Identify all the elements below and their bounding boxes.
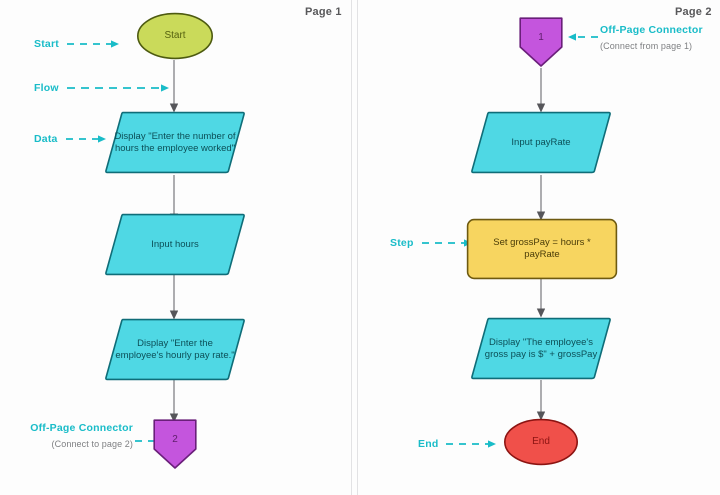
- node-input-payrate[interactable]: Input payRate: [470, 110, 612, 175]
- data-shape: [471, 111, 611, 174]
- legend-step: Step: [390, 237, 478, 249]
- legend-start: Start: [34, 38, 125, 50]
- page-1-label: Page 1: [305, 6, 342, 18]
- node-input-payrate-label: Input payRate: [511, 136, 571, 148]
- node-start-label: Start: [164, 29, 186, 41]
- legend-flow-arrow: [66, 84, 169, 92]
- legend-data-label: Data: [34, 133, 58, 145]
- page1-flow-lines: [169, 60, 179, 423]
- node-input-hours-label: Input hours: [151, 238, 199, 250]
- node-set-grosspay-label: Set grossPay = hours * payRate: [493, 237, 591, 260]
- legend-step-label: Step: [390, 237, 414, 249]
- legend-end: End: [418, 438, 502, 450]
- legend-end-label: End: [418, 438, 439, 450]
- legend-data-arrow: [65, 135, 106, 143]
- page-divider-right: [357, 0, 358, 495]
- legend-offpage-page2-title: Off-Page Connector: [600, 24, 703, 36]
- legend-end-arrow: [446, 440, 497, 448]
- legend-start-label: Start: [34, 38, 59, 50]
- terminator-shape: [136, 12, 214, 60]
- node-start[interactable]: Start: [136, 12, 214, 60]
- legend-offpage-page1-subtitle: (Connect to page 2): [51, 439, 133, 449]
- offpage-connector-shape: [519, 17, 563, 67]
- data-shape: [471, 317, 611, 380]
- legend-offpage-page2: Off-Page Connector (Connect from page 1): [600, 24, 718, 54]
- legend-offpage-page1-title: Off-Page Connector: [30, 422, 133, 434]
- page-divider-left: [351, 0, 352, 495]
- page-2-label: Page 2: [675, 6, 712, 18]
- node-display-hours-prompt-label: Display "Enter the number of hours the e…: [114, 130, 236, 154]
- node-end[interactable]: End: [503, 418, 579, 466]
- legend-data: Data: [34, 133, 112, 145]
- data-shape: [105, 213, 245, 276]
- node-offpage-connector-1[interactable]: 1: [518, 16, 564, 68]
- data-shape: [105, 318, 245, 381]
- node-offpage-connector-2[interactable]: 2: [152, 418, 198, 470]
- page2-flow-lines: [536, 68, 546, 421]
- node-set-grosspay[interactable]: Set grossPay = hours * payRate: [466, 218, 618, 280]
- node-display-grosspay-label: Display "The employee's gross pay is $" …: [484, 336, 598, 360]
- node-display-grosspay[interactable]: Display "The employee's gross pay is $" …: [470, 316, 612, 381]
- node-end-label: End: [532, 435, 550, 447]
- legend-offpage-page2-subtitle: (Connect from page 1): [600, 41, 693, 51]
- node-offpage-connector-2-label: 2: [172, 433, 178, 445]
- node-offpage-connector-1-label: 1: [538, 31, 544, 43]
- offpage-connector-shape: [153, 419, 197, 469]
- legend-flow: Flow: [34, 82, 175, 94]
- legend-offpage-page1: Off-Page Connector (Connect to page 2): [8, 422, 133, 452]
- data-shape: [105, 111, 245, 174]
- legend-offpage-page2-arrow: [568, 33, 600, 41]
- legend-start-arrow: [66, 40, 119, 48]
- node-display-payrate-prompt-label: Display "Enter the employee's hourly pay…: [115, 337, 235, 361]
- node-input-hours[interactable]: Input hours: [104, 212, 246, 277]
- node-display-payrate-prompt[interactable]: Display "Enter the employee's hourly pay…: [104, 317, 246, 382]
- legend-flow-label: Flow: [34, 82, 59, 94]
- node-display-hours-prompt[interactable]: Display "Enter the number of hours the e…: [104, 110, 246, 175]
